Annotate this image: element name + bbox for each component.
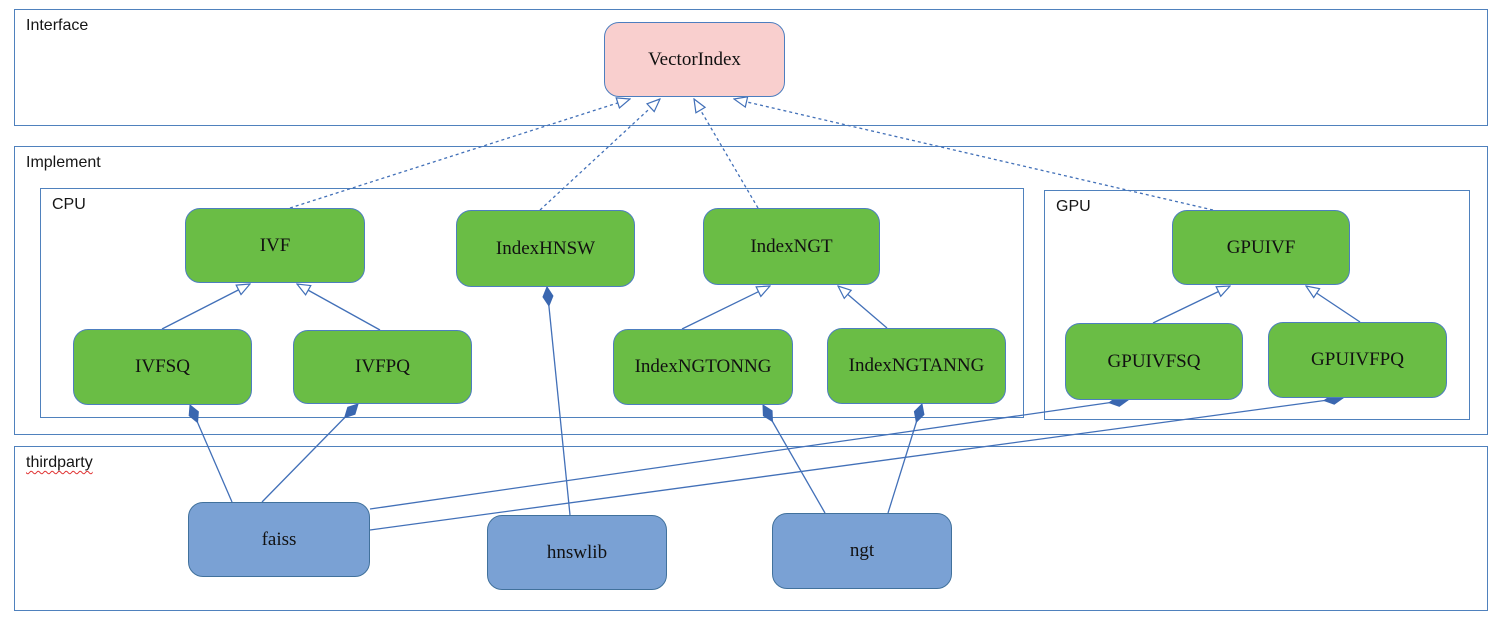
node-gpuivfsq: GPUIVFSQ bbox=[1065, 323, 1243, 400]
implement-container-label: Implement bbox=[26, 154, 101, 171]
node-indexhnsw: IndexHNSW bbox=[456, 210, 635, 287]
node-hnswlib: hnswlib bbox=[487, 515, 667, 590]
node-ivfpq: IVFPQ bbox=[293, 330, 472, 404]
interface-container-label: Interface bbox=[26, 17, 89, 34]
node-ivfsq: IVFSQ bbox=[73, 329, 252, 405]
node-vectorindex: VectorIndex bbox=[604, 22, 785, 97]
node-ngt: ngt bbox=[772, 513, 952, 589]
node-indexngtanng: IndexNGTANNG bbox=[827, 328, 1006, 404]
node-indexngtonng: IndexNGTONNG bbox=[613, 329, 793, 405]
node-indexngt: IndexNGT bbox=[703, 208, 880, 285]
node-gpuivf: GPUIVF bbox=[1172, 210, 1350, 285]
thirdparty-container-label: thirdparty bbox=[26, 454, 93, 471]
node-gpuivfpq: GPUIVFPQ bbox=[1268, 322, 1447, 398]
node-ivf: IVF bbox=[185, 208, 365, 283]
node-faiss: faiss bbox=[188, 502, 370, 577]
cpu-container-label: CPU bbox=[52, 196, 86, 213]
gpu-container-label: GPU bbox=[1056, 198, 1091, 215]
